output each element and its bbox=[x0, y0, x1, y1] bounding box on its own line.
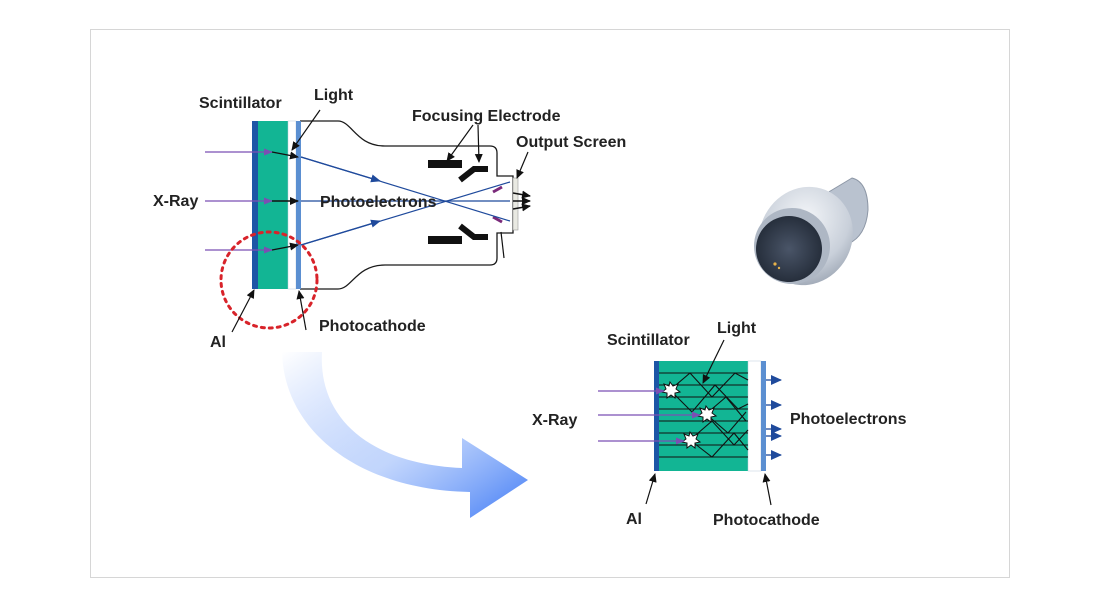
tube-scintillator-label: Scintillator bbox=[199, 95, 282, 112]
detail-photocathode-label: Photocathode bbox=[713, 512, 820, 529]
detail-photocathode-leader bbox=[762, 473, 772, 506]
tube-photoelectrons-label: Photoelectrons bbox=[320, 194, 437, 211]
focusing-electrode-top bbox=[428, 160, 462, 168]
detail-aluminum-layer bbox=[654, 361, 659, 471]
tube-aluminum-layer bbox=[252, 121, 258, 289]
photocathode-leader bbox=[296, 290, 307, 331]
output-screen-label: Output Screen bbox=[516, 134, 626, 151]
tube-light-label: Light bbox=[314, 87, 354, 104]
tube-photocathode-layer bbox=[296, 121, 301, 289]
light-flash-icon bbox=[660, 380, 718, 449]
tube-light-arrow-3 bbox=[271, 242, 299, 251]
detail-al-leader bbox=[645, 473, 657, 505]
al-leader bbox=[231, 289, 255, 333]
output-screen bbox=[512, 177, 519, 231]
flow-arrow-icon bbox=[282, 352, 528, 518]
tube-xray-label: X-Ray bbox=[153, 193, 198, 210]
focusing-electrode-bottom bbox=[428, 236, 462, 244]
image-intensifier-device-icon bbox=[754, 177, 869, 286]
focus-marker-top bbox=[492, 185, 503, 194]
detail-gap-layer bbox=[747, 360, 762, 472]
highlight-circle bbox=[219, 230, 319, 330]
diagram-frame bbox=[90, 29, 1010, 578]
tube-al-label: Al bbox=[210, 334, 226, 351]
focus-marker-bottom bbox=[492, 215, 503, 224]
focusing-electrode-bottom-bend bbox=[458, 223, 488, 240]
detail-photoelectrons-label: Photoelectrons bbox=[790, 411, 907, 428]
focusing-electrode-top-bend bbox=[458, 166, 488, 183]
tube-scintillator-layer bbox=[258, 121, 288, 289]
electron-path-3-arrow bbox=[300, 219, 381, 246]
detail-light-label: Light bbox=[717, 320, 757, 337]
output-screen-leader bbox=[516, 151, 529, 179]
light-leader bbox=[291, 109, 321, 151]
detail-al-label: Al bbox=[626, 511, 642, 528]
output-arrow-3 bbox=[512, 203, 531, 212]
electron-path-1-arrow bbox=[300, 156, 381, 183]
tube-diagram: Scintillator Light Focusing Electrode Ou… bbox=[153, 87, 626, 351]
detail-scintillator-label: Scintillator bbox=[607, 332, 690, 349]
focusing-leader-2 bbox=[474, 124, 483, 163]
focusing-leader-1 bbox=[446, 124, 474, 162]
detail-diagram: Scintillator Light X-Ray Photoelectrons … bbox=[532, 320, 907, 529]
output-arrow-1 bbox=[512, 190, 531, 199]
detail-xray-label: X-Ray bbox=[532, 412, 577, 429]
tube-photocathode-label: Photocathode bbox=[319, 318, 426, 335]
tube-light-arrow-1 bbox=[271, 151, 299, 160]
detail-light-rays bbox=[669, 372, 749, 458]
bottom-electrode-leader bbox=[500, 231, 505, 259]
focusing-electrode-label: Focusing Electrode bbox=[412, 108, 561, 125]
detail-light-leader bbox=[702, 339, 725, 384]
detail-photocathode-layer bbox=[761, 361, 766, 471]
